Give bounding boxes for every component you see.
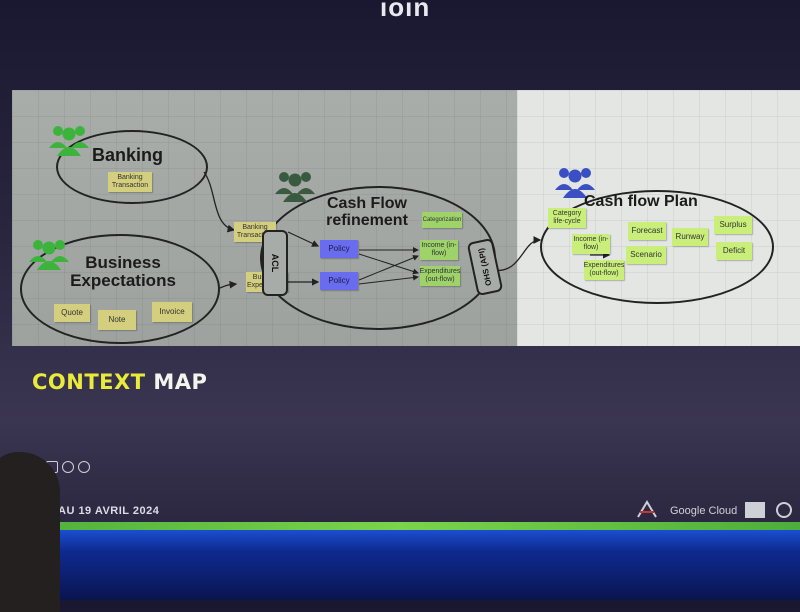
plan-expenditures-sticky: Expenditures (out-flow): [584, 260, 624, 280]
sponsor-spiral-icon: [776, 502, 792, 518]
policy-sticky-1: Policy: [320, 240, 358, 258]
sponsor-logo-box: [745, 502, 765, 518]
business-people-icon: [28, 236, 70, 275]
cash-flow-plan-context: [540, 190, 774, 304]
quote-sticky: Quote: [54, 304, 90, 322]
speaker-silhouette: [0, 452, 60, 612]
note-sticky: Note: [98, 310, 136, 330]
deficit-sticky: Deficit: [716, 242, 752, 260]
refinement-people-icon: [274, 168, 316, 207]
banking-transaction-sticky: Banking Transaction: [108, 172, 152, 192]
business-expectations-title: Business Expectations: [70, 253, 176, 290]
context-map-heading: CONTEXT MAP: [32, 370, 207, 394]
cash-flow-plan-title: Cash flow Plan: [584, 193, 698, 210]
banking-title: Banking: [92, 145, 164, 165]
acl-label: ACL: [270, 253, 280, 273]
categorization-sticky: Categorization: [422, 212, 462, 228]
context-word: CONTEXT: [32, 370, 146, 394]
banking-context: [56, 130, 208, 204]
google-cloud-logo: Google Cloud: [670, 505, 738, 517]
invoice-sticky: Invoice: [152, 302, 192, 322]
runway-sticky: Runway: [672, 228, 708, 246]
event-dates: AU 19 AVRIL 2024: [58, 505, 160, 517]
acl-layer: ACL: [262, 230, 288, 296]
social-icon-4: [62, 461, 74, 473]
axa-logo-icon: [636, 500, 658, 518]
social-icon-5: [78, 461, 90, 473]
event-title: ioin: [380, 0, 431, 22]
stage-floor: [0, 530, 800, 600]
plan-people-icon: [554, 164, 596, 203]
projected-slide: Banking Banking Transaction Business Exp…: [12, 90, 800, 346]
stage-green-strip: [0, 522, 800, 530]
cash-flow-refinement-title: Cash Flow refinement: [326, 195, 408, 229]
map-word: MAP: [153, 370, 208, 394]
income-sticky: Income (in-flow): [420, 240, 458, 260]
expenditures-sticky: Expenditures (out-flow): [420, 266, 460, 286]
business-expectations-context: [20, 234, 220, 344]
ohs-label: OHS (API): [476, 247, 494, 287]
category-lifecycle-sticky: Category life-cycle: [548, 208, 586, 228]
banking-people-icon: [48, 122, 90, 161]
scenario-sticky: Scenario: [626, 246, 666, 264]
plan-income-sticky: Income (in-flow): [572, 234, 610, 254]
forecast-sticky: Forecast: [628, 222, 666, 240]
policy-sticky-2: Policy: [320, 272, 358, 290]
surplus-sticky: Surplus: [714, 216, 752, 234]
